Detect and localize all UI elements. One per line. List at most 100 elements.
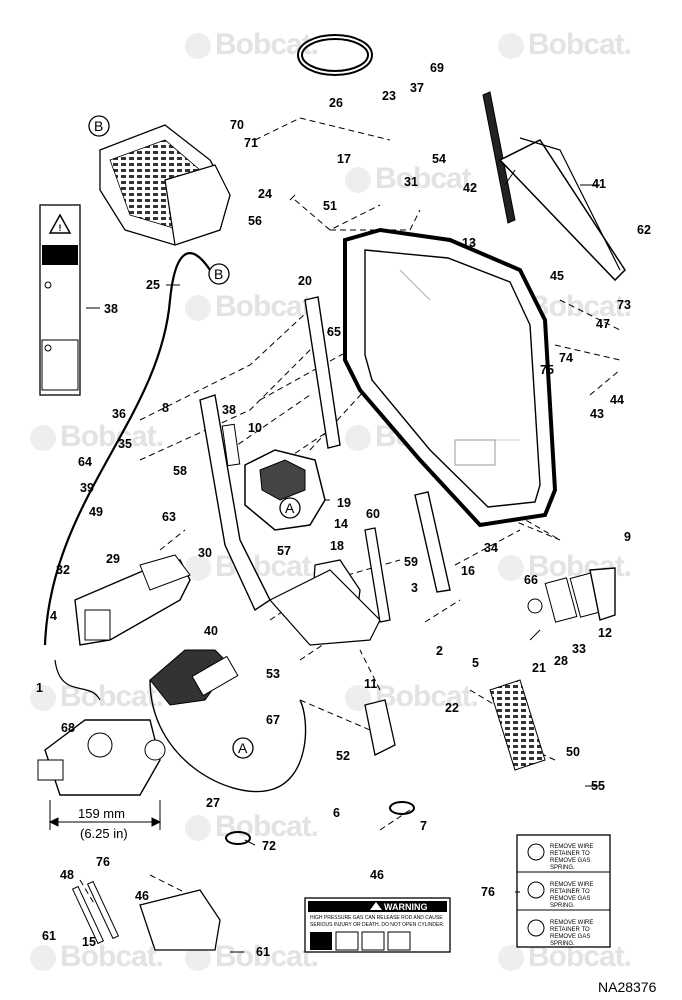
warning-line-1: HIGH PRESSURE GAS CAN RELEASE ROD AND CA… bbox=[310, 915, 443, 921]
ref-a-circle bbox=[279, 497, 301, 519]
callout-8: 8 bbox=[162, 401, 169, 415]
bracket-plate bbox=[269, 569, 381, 646]
door-assembly bbox=[343, 227, 558, 528]
callout-13: 13 bbox=[462, 236, 476, 250]
strap-16 bbox=[414, 491, 451, 593]
watermark: Bobcat. bbox=[345, 680, 479, 714]
warning-line-2: SERIOUS INJURY OR DEATH. DO NOT OPEN CYL… bbox=[310, 922, 444, 928]
ref-label-b: B bbox=[94, 118, 103, 134]
figure-reference: NA28376 bbox=[598, 979, 657, 995]
handle-3 bbox=[364, 527, 391, 623]
callout-54: 54 bbox=[432, 152, 446, 166]
warning-decal-46 bbox=[304, 897, 451, 953]
callout-6: 6 bbox=[333, 806, 340, 820]
callout-29: 29 bbox=[106, 552, 120, 566]
watermark: Bobcat. bbox=[30, 420, 164, 454]
callout-37: 37 bbox=[410, 81, 424, 95]
callout-60: 60 bbox=[366, 507, 380, 521]
callout-50: 50 bbox=[566, 745, 580, 759]
callout-70: 70 bbox=[230, 118, 244, 132]
callout-10: 10 bbox=[248, 421, 262, 435]
callout-18: 18 bbox=[330, 539, 344, 553]
callout-48: 48 bbox=[60, 868, 74, 882]
callout-76: 76 bbox=[96, 855, 110, 869]
ref-label-a: A bbox=[285, 500, 295, 516]
callout-17: 17 bbox=[337, 152, 351, 166]
callout-33: 33 bbox=[572, 642, 586, 656]
callout-30: 30 bbox=[198, 546, 212, 560]
dimension-imperial: (6.25 in) bbox=[80, 826, 128, 841]
callout-55: 55 bbox=[591, 779, 605, 793]
callout-32: 32 bbox=[56, 563, 70, 577]
callout-14: 14 bbox=[334, 517, 348, 531]
part-38-latch bbox=[221, 423, 241, 467]
part-rear-cover bbox=[99, 124, 231, 246]
callout-72: 72 bbox=[262, 839, 276, 853]
cable-25 bbox=[43, 252, 211, 646]
callout-73: 73 bbox=[617, 298, 631, 312]
callout-40: 40 bbox=[204, 624, 218, 638]
bobcat-logo-icon bbox=[30, 945, 56, 972]
bobcat-logo-icon bbox=[498, 33, 524, 60]
callout-45: 45 bbox=[550, 269, 564, 283]
callout-19: 19 bbox=[337, 496, 351, 510]
motor-assembly bbox=[37, 719, 166, 796]
solenoid-40 bbox=[149, 649, 239, 706]
ref-b-circle bbox=[88, 115, 110, 137]
callout-59: 59 bbox=[404, 555, 418, 569]
callout-4: 4 bbox=[50, 609, 57, 623]
callout-61: 61 bbox=[42, 929, 56, 943]
bobcat-logo-icon bbox=[498, 555, 524, 582]
watermark-text: Bobcat. bbox=[215, 810, 319, 843]
ref-label-b: B bbox=[214, 266, 223, 282]
dimension-159mm bbox=[48, 800, 162, 830]
callout-74: 74 bbox=[559, 351, 573, 365]
callout-16: 16 bbox=[461, 564, 475, 578]
decal-38: ! bbox=[39, 204, 81, 396]
callout-39: 39 bbox=[80, 481, 94, 495]
callout-46: 46 bbox=[135, 889, 149, 903]
callout-28: 28 bbox=[554, 654, 568, 668]
callout-68: 68 bbox=[61, 721, 75, 735]
watermark: Bobcat. bbox=[30, 940, 164, 974]
svg-text:!: ! bbox=[59, 223, 62, 233]
callout-23: 23 bbox=[382, 89, 396, 103]
callout-65: 65 bbox=[327, 325, 341, 339]
callout-38: 38 bbox=[104, 302, 118, 316]
ref-label-a: A bbox=[238, 740, 248, 756]
watermark: Bobcat. bbox=[30, 680, 164, 714]
callout-57: 57 bbox=[277, 544, 291, 558]
gas-spring-decal-76 bbox=[516, 834, 611, 948]
callout-63: 63 bbox=[162, 510, 176, 524]
mount-plate-46 bbox=[139, 889, 221, 951]
callout-leaders bbox=[86, 169, 600, 953]
cable-27 bbox=[149, 679, 307, 793]
callout-47: 47 bbox=[596, 317, 610, 331]
watermark: Bobcat. bbox=[185, 940, 319, 974]
watermark: Bobcat. bbox=[345, 162, 479, 196]
callout-9: 9 bbox=[624, 530, 631, 544]
callout-labels: 26 69 37 23 70 71 54 17 31 42 41 24 51 5… bbox=[36, 61, 651, 959]
callout-12: 12 bbox=[598, 626, 612, 640]
ref-a-circle bbox=[232, 737, 254, 759]
callout-20: 20 bbox=[298, 274, 312, 288]
gas-spring-15 bbox=[71, 880, 120, 945]
callout-53: 53 bbox=[266, 667, 280, 681]
mesh-22 bbox=[489, 679, 546, 771]
callout-21: 21 bbox=[532, 661, 546, 675]
callout-62: 62 bbox=[637, 223, 651, 237]
callout-26: 26 bbox=[329, 96, 343, 110]
watermark-text: Bobcat. bbox=[375, 162, 479, 195]
callout-56: 56 bbox=[248, 214, 262, 228]
callout-31: 31 bbox=[404, 175, 418, 189]
callout-69: 69 bbox=[430, 61, 444, 75]
callout-46: 46 bbox=[370, 868, 384, 882]
callout-1: 1 bbox=[36, 681, 43, 695]
ref-b-circle bbox=[208, 263, 230, 285]
handle-latch-12 bbox=[527, 567, 616, 623]
callout-41: 41 bbox=[592, 177, 606, 191]
watermark-text: Bobcat. bbox=[528, 28, 632, 61]
watermark: Bobcat. bbox=[185, 810, 319, 844]
